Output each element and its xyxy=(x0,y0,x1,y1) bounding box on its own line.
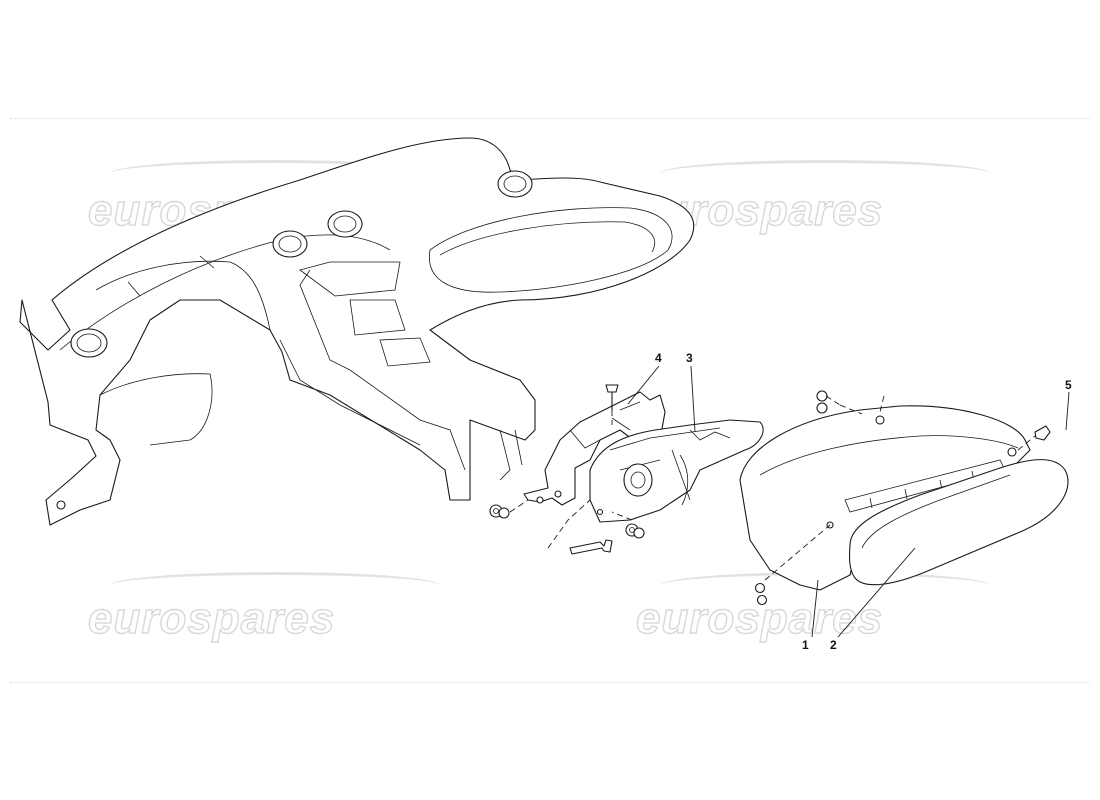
washer-nut-icon xyxy=(754,582,768,606)
watermark-text: eurospares xyxy=(87,593,336,643)
assembly-line xyxy=(825,395,841,406)
callout-label: 3 xyxy=(686,351,693,365)
bottom-border-rule xyxy=(10,682,1090,683)
watermark-swoosh xyxy=(110,572,440,599)
clip-icon xyxy=(1007,425,1051,457)
watermark-swoosh xyxy=(660,160,990,187)
assembly-line xyxy=(839,404,863,415)
bolt-icon xyxy=(569,539,613,555)
leader-line xyxy=(690,365,696,433)
glovebox-lid-icon xyxy=(848,459,1069,586)
leader-line xyxy=(811,579,819,638)
assembly-line xyxy=(879,395,885,413)
callout-label: 2 xyxy=(830,638,837,652)
top-border-rule xyxy=(10,118,1090,119)
washer-nut-icon xyxy=(625,523,645,539)
assembly-line xyxy=(547,499,591,549)
glovebox-assembly-icon xyxy=(739,405,1031,591)
vent-bracket-icon xyxy=(523,391,666,506)
callout-label: 1 xyxy=(802,638,809,652)
air-vent-assembly-icon xyxy=(589,419,764,523)
watermark-swoosh xyxy=(110,160,440,187)
callout-label: 4 xyxy=(655,351,662,365)
washer-nut-icon xyxy=(816,390,828,414)
assembly-line xyxy=(764,524,831,581)
washer-nut-icon xyxy=(489,504,510,519)
dashboard-panel-icon xyxy=(19,137,695,526)
callout-label: 5 xyxy=(1065,378,1072,392)
leader-line xyxy=(1065,391,1070,431)
assembly-line xyxy=(1017,435,1036,451)
leader-line xyxy=(627,365,660,405)
assembly-line xyxy=(509,499,529,513)
leader-line xyxy=(837,547,916,638)
bolt-icon xyxy=(605,384,619,411)
assembly-line xyxy=(611,511,633,521)
